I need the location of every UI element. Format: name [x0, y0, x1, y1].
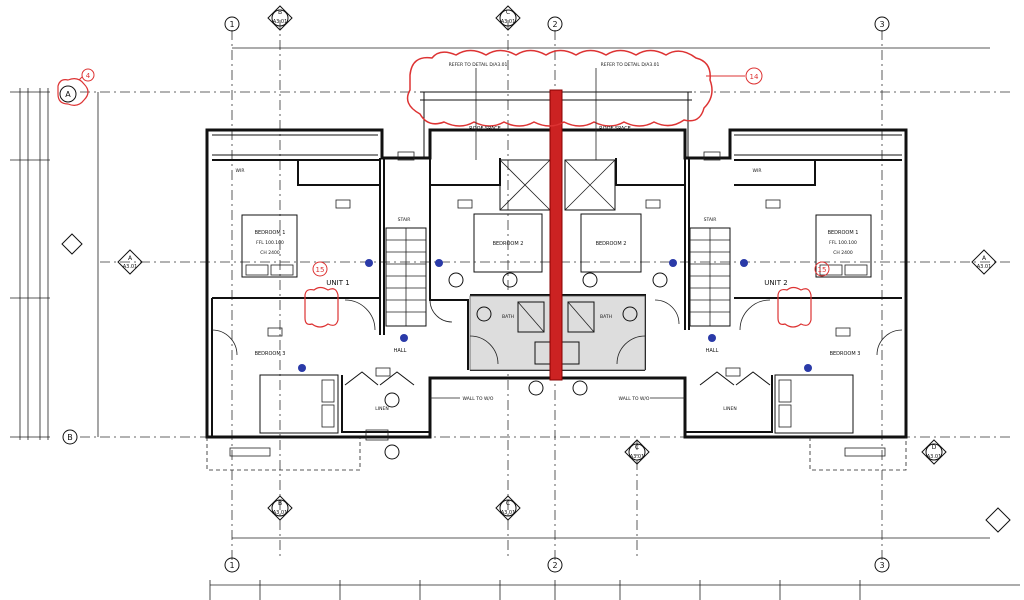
- svg-text:A3.01: A3.01: [123, 264, 138, 270]
- svg-text:A3.01: A3.01: [501, 510, 516, 516]
- grid-row-a: A: [65, 90, 71, 99]
- svg-text:A3.01: A3.01: [630, 454, 645, 460]
- label-roof-space-left: ROOF SPACE: [469, 126, 501, 132]
- grid-col-3-bottom: 3: [879, 561, 884, 570]
- revision-tag-14: 14: [750, 73, 759, 81]
- door-tags: [229, 151, 886, 460]
- grid-col-1-bottom: 1: [229, 561, 234, 570]
- label-unit-2: UNIT 2: [764, 279, 787, 287]
- svg-text:C: C: [506, 500, 510, 507]
- section-marker-c[interactable]: C A3.01: [624, 439, 650, 465]
- svg-text:D: D: [932, 444, 937, 451]
- revision-tag-15-right: 15: [818, 266, 827, 274]
- section-markers: B A3.01 C A3.01 B A3.01 C A3.01 C A3.01: [61, 5, 1011, 533]
- revision-tag-4: 4: [86, 72, 91, 80]
- label-wall-left: WALL TO W/O: [463, 396, 494, 402]
- grid-row-b: B: [67, 433, 73, 442]
- svg-text:A: A: [982, 255, 987, 262]
- grid-col-1-top: 1: [229, 20, 234, 29]
- grid-bubbles: 1 2 3 1 2 3 A B: [59, 16, 890, 573]
- label-stair-right: STAIR: [704, 217, 717, 223]
- dimension-lines: [10, 47, 1020, 600]
- svg-text:B: B: [278, 9, 282, 16]
- label-stair-left: STAIR: [398, 217, 411, 223]
- svg-text:A3.01: A3.01: [977, 264, 992, 270]
- svg-text:C: C: [506, 9, 510, 16]
- label-note-left: REFER TO DETAIL D/A3.01: [449, 62, 508, 68]
- stair-right: [689, 227, 731, 327]
- label-roof-space-right: ROOF SPACE: [599, 126, 631, 132]
- svg-text:C: C: [635, 444, 639, 451]
- label-linen-right: LINEN: [723, 406, 736, 412]
- label-wall-right: WALL TO W/O: [619, 396, 650, 402]
- label-hall-left: HALL: [394, 348, 407, 354]
- grid-col-2-top: 2: [552, 20, 557, 29]
- grid-lines: [80, 20, 1010, 560]
- label-note-right: REFER TO DETAIL D/A3.01: [601, 62, 660, 68]
- label-bedroom-3-right: BEDROOM 3: [830, 351, 861, 357]
- label-wir-right: WIR: [753, 168, 762, 174]
- label-bedroom-1-ch: CH 2400: [260, 250, 280, 256]
- label-bedroom-3-left: BEDROOM 3: [255, 351, 286, 357]
- leaders: [430, 68, 685, 399]
- section-marker-bottom-left[interactable]: B A3.01: [267, 495, 293, 521]
- label-linen-left: LINEN: [375, 406, 388, 412]
- stair-left: [385, 227, 427, 327]
- label-bedroom-1-right-ffl: FFL 100.100: [829, 240, 857, 246]
- section-marker-a-right[interactable]: A A3.01: [971, 249, 997, 275]
- revision-tag-15-left: 15: [316, 266, 325, 274]
- svg-text:A3.01: A3.01: [927, 454, 942, 460]
- label-bedroom-1-right-ch: CH 2400: [833, 250, 853, 256]
- label-wir-left: WIR: [236, 168, 245, 174]
- svg-text:A: A: [128, 255, 133, 262]
- label-bedroom-1-ffl: FFL 100.100: [256, 240, 284, 246]
- section-marker-top-mid[interactable]: C A3.01: [495, 5, 521, 31]
- label-bath-right: BATH: [600, 314, 612, 320]
- revision-tags: 4 14 15 15: [81, 67, 830, 277]
- grid-col-3-top: 3: [879, 20, 884, 29]
- label-hall-right: HALL: [706, 348, 719, 354]
- section-marker-top-left[interactable]: B A3.01: [267, 5, 293, 31]
- svg-text:A3.01: A3.01: [273, 19, 288, 25]
- label-unit-1: UNIT 1: [326, 279, 349, 287]
- doors: [211, 299, 903, 386]
- label-bedroom-2-right: BEDROOM 2: [596, 241, 627, 247]
- section-marker-a-left[interactable]: A A3.01: [117, 249, 143, 275]
- label-bath-left: BATH: [502, 314, 514, 320]
- svg-text:B: B: [278, 500, 282, 507]
- label-bedroom-1-right: BEDROOM 1: [828, 230, 859, 236]
- svg-text:A3.01: A3.01: [501, 19, 516, 25]
- svg-text:A3.01: A3.01: [273, 510, 288, 516]
- label-bedroom-2-left: BEDROOM 2: [493, 241, 524, 247]
- section-marker-d[interactable]: D A3.01: [921, 439, 947, 465]
- smoke-detectors: [298, 259, 812, 372]
- room-labels: ROOF SPACE ROOF SPACE REFER TO DETAIL D/…: [236, 62, 861, 412]
- label-bedroom-1: BEDROOM 1: [255, 230, 286, 236]
- revision-markup: [57, 49, 812, 381]
- grid-col-2-bottom: 2: [552, 561, 557, 570]
- section-marker-bottom-mid[interactable]: C A3.01: [495, 495, 521, 521]
- balcony-outlines: [206, 437, 907, 471]
